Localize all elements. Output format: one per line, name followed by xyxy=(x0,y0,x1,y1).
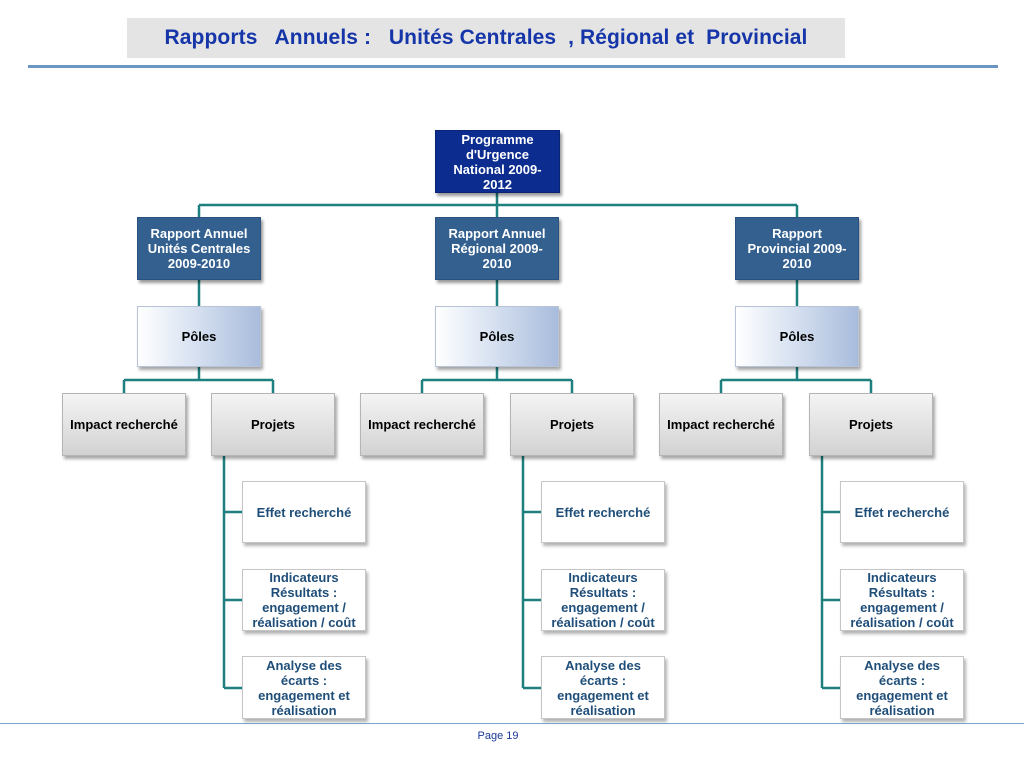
poles-box: Pôles xyxy=(435,306,559,367)
effet-box: Effet recherché xyxy=(242,481,366,543)
indicateurs-box: Indicateurs Résultats : engagement / réa… xyxy=(840,569,964,631)
connector-root xyxy=(197,193,799,217)
report-label: Rapport Provincial 2009-2010 xyxy=(747,226,847,271)
analyse-label: Analyse des écarts : engagement et réali… xyxy=(258,657,350,718)
effet-label: Effet recherché xyxy=(854,504,950,520)
connector-projets-2 xyxy=(521,456,541,690)
connector-poles-children-3 xyxy=(719,367,873,393)
effet-label: Effet recherché xyxy=(555,504,651,520)
impact-label: Impact recherché xyxy=(368,417,476,432)
impact-box: Impact recherché xyxy=(360,393,484,456)
report-box-provincial: Rapport Provincial 2009-2010 xyxy=(735,217,859,280)
indicateurs-box: Indicateurs Résultats : engagement / réa… xyxy=(541,569,665,631)
effet-label: Effet recherché xyxy=(256,504,352,520)
indicateurs-label: Indicateurs Résultats : engagement / réa… xyxy=(551,570,655,630)
projets-label: Projets xyxy=(848,417,894,432)
projets-box: Projets xyxy=(510,393,634,456)
impact-label: Impact recherché xyxy=(667,417,775,432)
analyse-label: Analyse des écarts : engagement et réali… xyxy=(557,657,649,718)
footer-divider xyxy=(0,723,1024,724)
connector-poles-children-1 xyxy=(122,367,275,393)
connector-projets-3 xyxy=(820,456,840,690)
report-label: Rapport Annuel Unités Centrales 2009-201… xyxy=(147,226,251,271)
analyse-box: Analyse des écarts : engagement et réali… xyxy=(242,656,366,719)
poles-box: Pôles xyxy=(137,306,261,367)
impact-box: Impact recherché xyxy=(659,393,783,456)
poles-label: Pôles xyxy=(479,329,515,344)
analyse-box: Analyse des écarts : engagement et réali… xyxy=(541,656,665,719)
report-label: Rapport Annuel Régional 2009-2010 xyxy=(448,226,546,271)
report-box-regional: Rapport Annuel Régional 2009-2010 xyxy=(435,217,559,280)
connector-projets-1 xyxy=(222,456,242,690)
impact-box: Impact recherché xyxy=(62,393,186,456)
title-divider xyxy=(28,65,998,68)
poles-label: Pôles xyxy=(779,329,815,344)
analyse-box: Analyse des écarts : engagement et réali… xyxy=(840,656,964,719)
report-box-unites-centrales: Rapport Annuel Unités Centrales 2009-201… xyxy=(137,217,261,280)
page-title: Rapports Annuels : Unités Centrales , Ré… xyxy=(164,26,808,49)
indicateurs-label: Indicateurs Résultats : engagement / réa… xyxy=(252,570,356,630)
title-banner: Rapports Annuels : Unités Centrales , Ré… xyxy=(127,18,845,58)
effet-box: Effet recherché xyxy=(840,481,964,543)
projets-box: Projets xyxy=(809,393,933,456)
root-program-label: Programme d'Urgence National 2009-2012 xyxy=(453,131,542,192)
projets-label: Projets xyxy=(250,417,296,432)
root-program-box: Programme d'Urgence National 2009-2012 xyxy=(435,130,560,193)
indicateurs-label: Indicateurs Résultats : engagement / réa… xyxy=(850,570,954,630)
projets-box: Projets xyxy=(211,393,335,456)
page-number: Page 19 xyxy=(477,730,519,742)
poles-label: Pôles xyxy=(181,329,217,344)
projets-label: Projets xyxy=(549,417,595,432)
effet-box: Effet recherché xyxy=(541,481,665,543)
analyse-label: Analyse des écarts : engagement et réali… xyxy=(856,657,948,718)
connector-poles-children-2 xyxy=(420,367,574,393)
indicateurs-box: Indicateurs Résultats : engagement / réa… xyxy=(242,569,366,631)
impact-label: Impact recherché xyxy=(70,417,178,432)
poles-box: Pôles xyxy=(735,306,859,367)
